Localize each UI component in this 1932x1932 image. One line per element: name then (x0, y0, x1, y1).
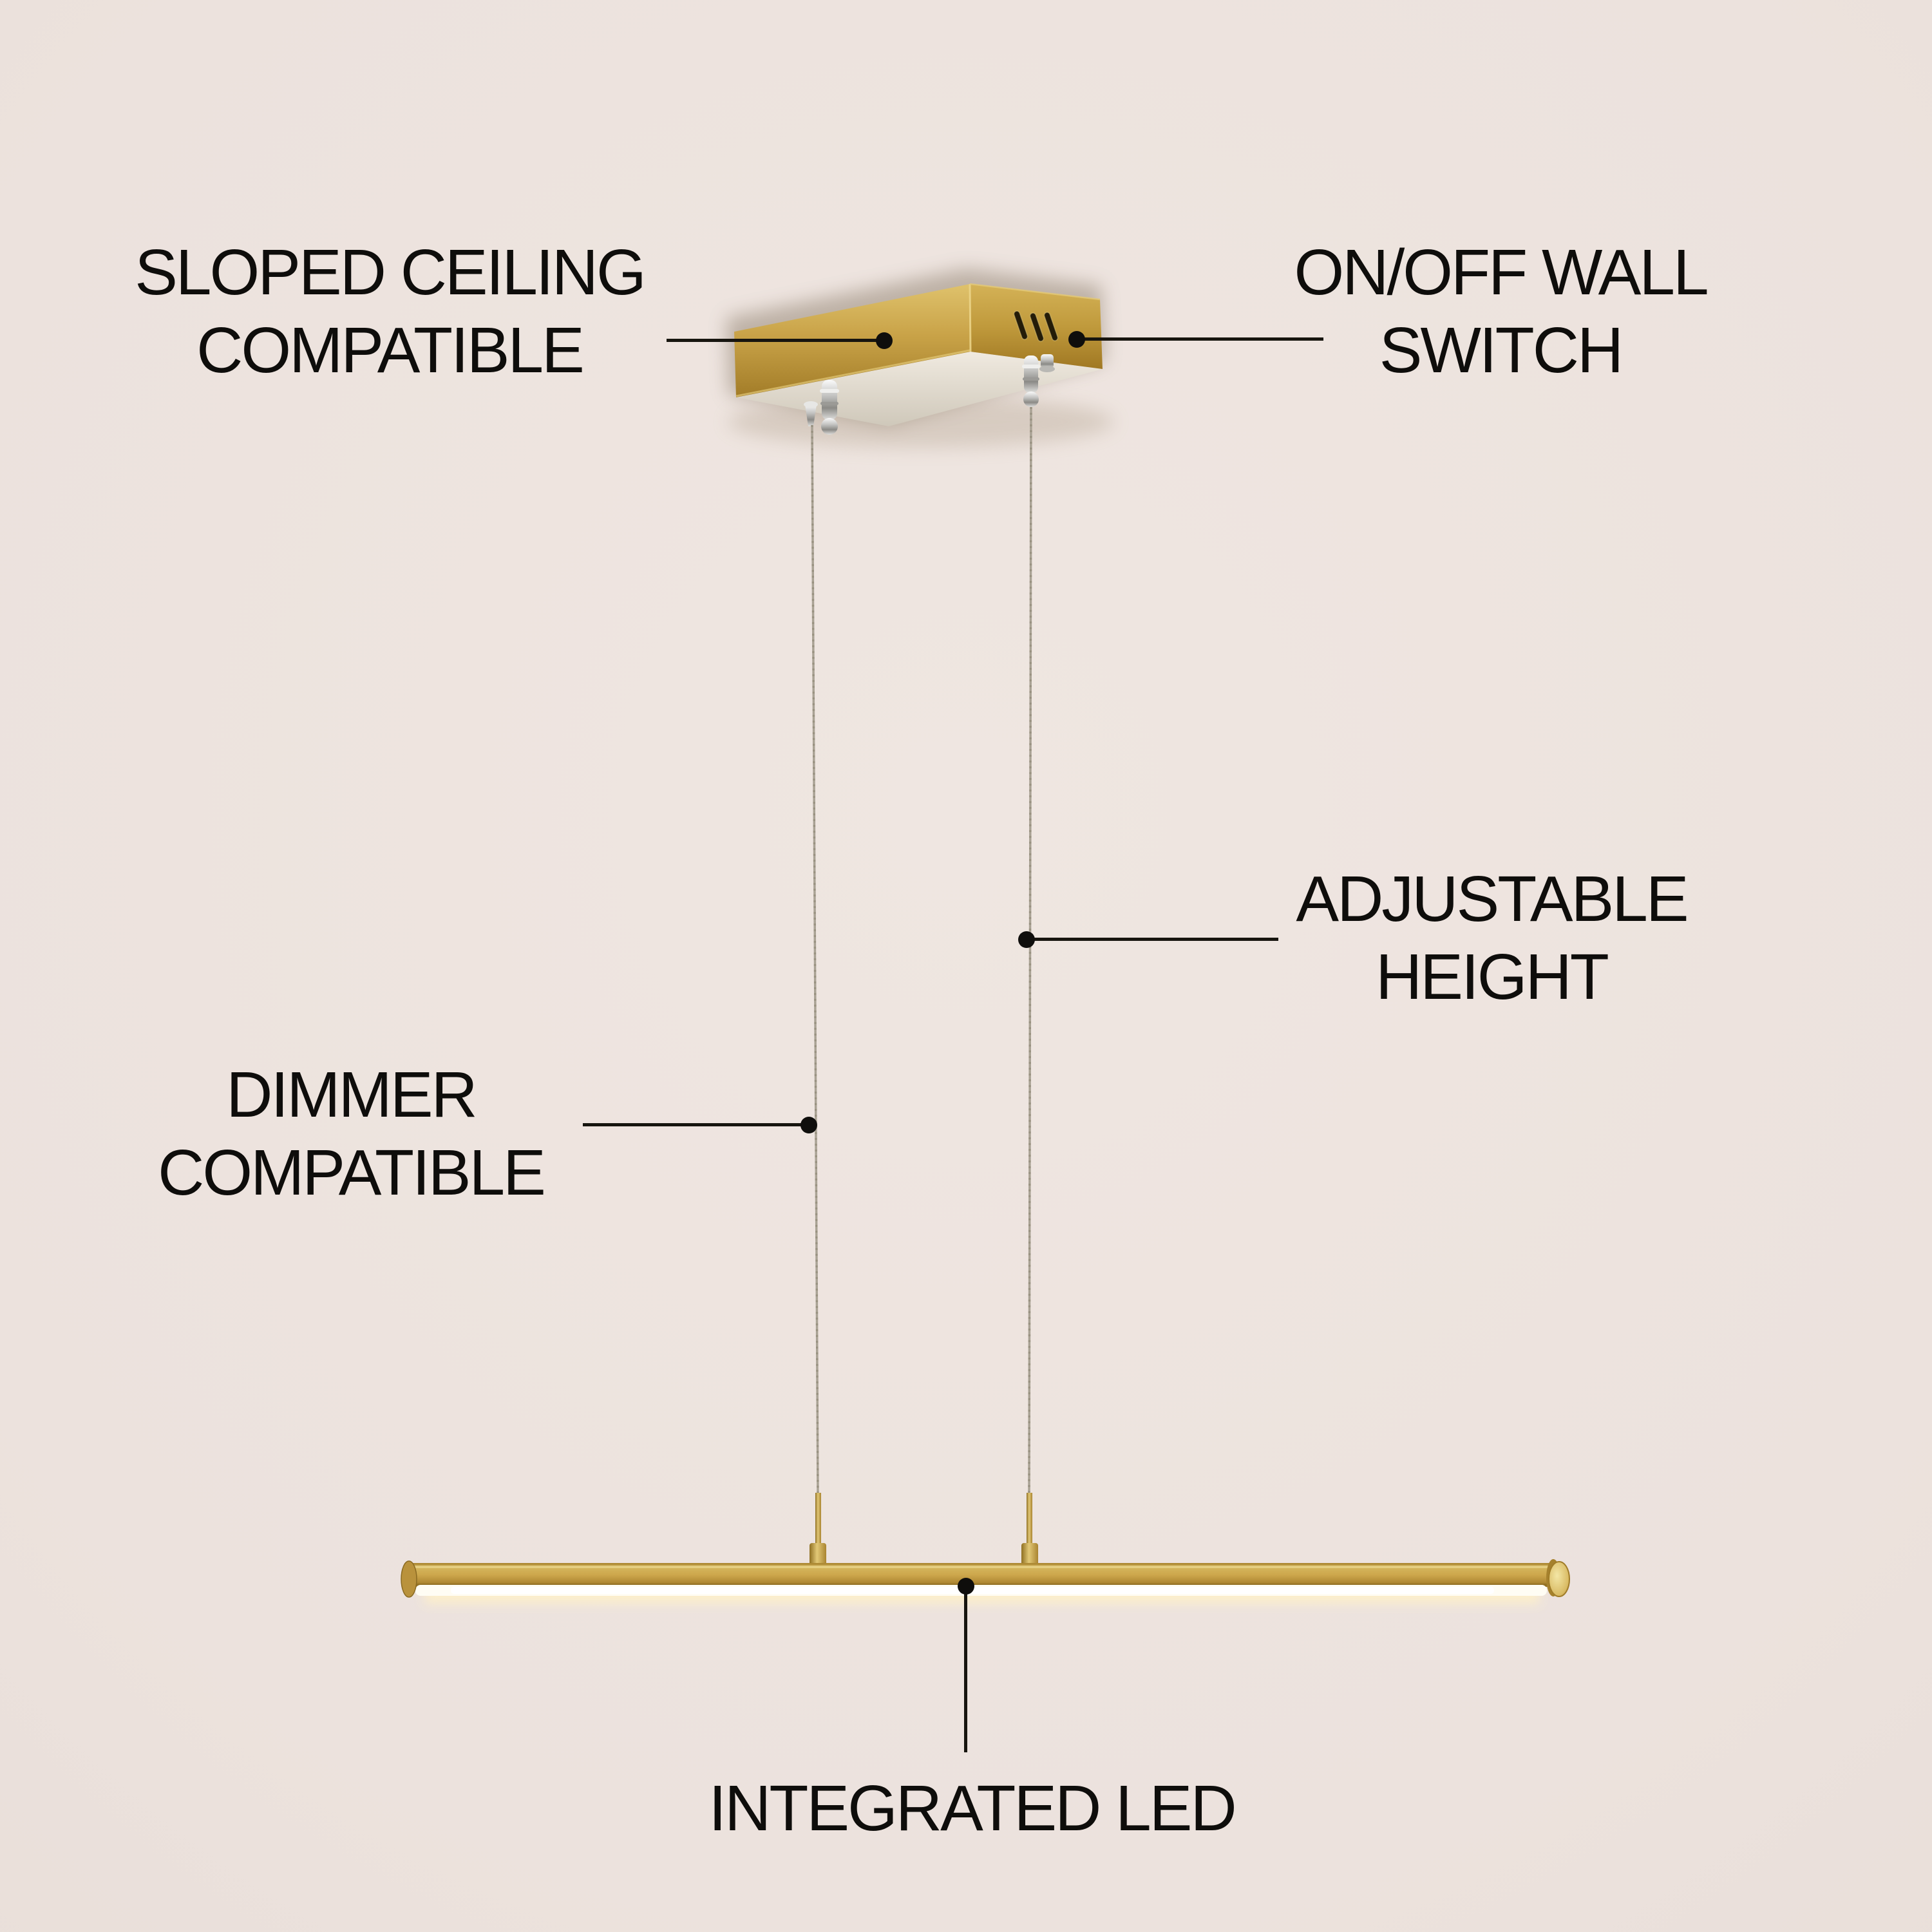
adjuster-cone (805, 404, 817, 426)
bar-end-cap-left (401, 1560, 417, 1598)
suspension-cable-left (811, 424, 819, 1496)
adjuster-ring (1022, 365, 1040, 368)
leader-line-dimmer-compatible (583, 1123, 809, 1126)
suspension-cables (811, 406, 1032, 1496)
adjuster-disc (804, 401, 818, 408)
stem-sleeve-left (810, 1543, 826, 1566)
adjuster-ring (820, 389, 839, 393)
adjuster-body (1024, 355, 1038, 393)
canopy-bottom-edge-highlight (735, 349, 971, 397)
vent-slots-icon (1013, 310, 1059, 342)
cable-braid-texture (1028, 406, 1032, 1496)
label-adjustable-height: ADJUSTABLE HEIGHT (1170, 860, 1814, 1016)
adjuster-ring (820, 402, 838, 405)
adjuster-flange (1041, 354, 1054, 368)
callout-dot-on-off-switch (1068, 331, 1085, 348)
callout-dot-sloped-ceiling (876, 332, 893, 349)
label-sloped-ceiling-compatible: SLOPED CEILING COMPATIBLE (68, 234, 712, 390)
leader-line-adjustable-height (1027, 938, 1278, 941)
label-integrated-led: INTEGRATED LED (650, 1770, 1294, 1848)
label-line: ON/OFF WALL (1294, 236, 1709, 308)
canopy-ridge-highlight (969, 283, 972, 352)
light-bar (401, 1559, 1570, 1604)
bar-end-cap-right (1548, 1561, 1570, 1597)
adjuster-ring (1023, 377, 1039, 381)
label-line: ADJUSTABLE (1296, 863, 1689, 935)
adjuster-body (822, 380, 837, 420)
callout-dot-dimmer-compatible (800, 1117, 817, 1133)
stem-rod-right (1027, 1493, 1032, 1548)
adjuster-ball (1023, 392, 1039, 407)
label-line: DIMMER (226, 1059, 478, 1131)
vent-slot (1013, 310, 1028, 340)
label-line: HEIGHT (1376, 941, 1609, 1013)
cable-adjuster-right (1022, 354, 1055, 407)
leader-line-sloped-ceiling (667, 339, 884, 342)
label-dimmer-compatible: DIMMER COMPATIBLE (29, 1056, 673, 1212)
bar-strip-seam (413, 1584, 1547, 1586)
cable-adjuster-left (804, 380, 839, 435)
leader-line-on-off-switch (1077, 337, 1323, 341)
bar-top-highlight (412, 1566, 1548, 1568)
stem-rod-left (815, 1493, 821, 1548)
callout-dot-adjustable-height (1018, 931, 1035, 948)
adjuster-ball (821, 418, 838, 435)
stem-sleeve-right (1021, 1543, 1038, 1566)
label-on-off-wall-switch: ON/OFF WALL SWITCH (1179, 234, 1823, 390)
label-line: SWITCH (1379, 314, 1624, 386)
vent-slot (1043, 312, 1059, 341)
label-line: SLOPED CEILING (135, 236, 647, 308)
callout-dot-integrated-led (958, 1578, 974, 1595)
label-line: INTEGRATED LED (708, 1772, 1236, 1844)
label-line: COMPATIBLE (158, 1137, 546, 1209)
canopy-top-edge-highlight (969, 283, 1101, 301)
leader-line-integrated-led (964, 1586, 967, 1752)
adjuster-flange-disc (1039, 366, 1055, 372)
vent-slot (1029, 312, 1045, 342)
bar-stems (810, 1493, 1038, 1566)
label-line: COMPATIBLE (196, 314, 585, 386)
